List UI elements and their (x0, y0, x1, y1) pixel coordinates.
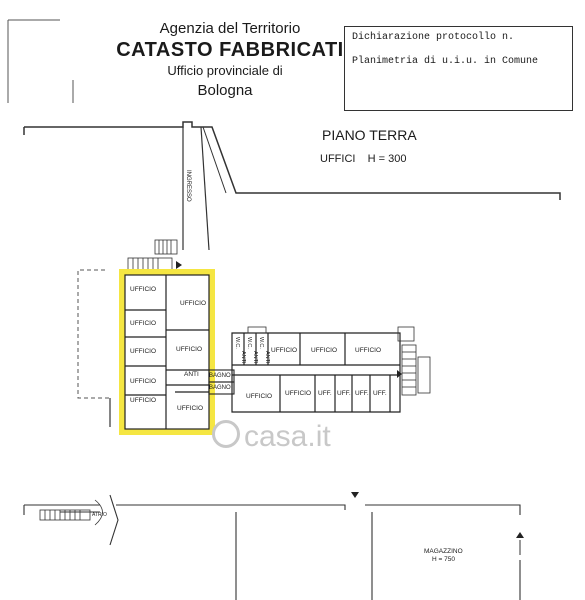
arrow-icon (516, 532, 524, 538)
magazzino-height-label: H = 750 (432, 556, 455, 563)
protocol-box (344, 26, 573, 111)
room-label: UFFICIO (180, 300, 206, 307)
room-label: UFF. (373, 390, 387, 397)
room-label: UFFICIO (130, 348, 156, 355)
room-label: UFFICIO (285, 390, 311, 397)
watermark-text: casa.it (244, 420, 331, 453)
room-label: UFFICIO (130, 378, 156, 385)
dashed-boundary (77, 269, 110, 399)
anti-label: ANTI (240, 351, 246, 364)
stairs (397, 326, 431, 396)
room-label: UFFICIO (176, 346, 202, 353)
city-name: Bologna (197, 82, 253, 99)
room-label: UFF. (337, 390, 351, 397)
office-label: Ufficio provinciale di (167, 63, 283, 78)
floorplan-label: Planimetria di u.i.u. in Comune (352, 56, 539, 67)
room-label: UFFICIO (355, 347, 381, 354)
entrance-label: INGRESSO (185, 170, 191, 202)
room-label: UFF. (355, 390, 369, 397)
wc-label: W.C. (234, 337, 240, 349)
atrio-stairs (39, 499, 103, 526)
wc-label: W.C. (258, 337, 264, 349)
anti-label: ANTI (264, 351, 270, 364)
arrow-icon (351, 492, 359, 498)
stairs (247, 326, 267, 334)
room-label: UFFICIO (177, 405, 203, 412)
floor-label: PIANO TERRA (322, 127, 417, 143)
wc-label: W.C. (246, 337, 252, 349)
declaration-label: Dichiarazione protocollo n. (352, 32, 515, 43)
arrow-icon (176, 261, 182, 269)
right-block-walls (231, 332, 401, 413)
room-label: UFF. (318, 390, 332, 397)
anti-label: ANTI (184, 371, 199, 378)
room-label: UFFICIO (130, 286, 156, 293)
atrio-label: ATRIO (92, 512, 107, 518)
bathroom-connector (208, 369, 235, 395)
room-label: UFFICIO (271, 347, 297, 354)
left-block-walls (124, 274, 210, 430)
anti-label: ANTI (252, 351, 258, 364)
stairs (127, 239, 178, 271)
site-boundary (202, 126, 227, 194)
document-title: CATASTO FABBRICATI (116, 39, 344, 61)
room-label: UFFICIO (130, 320, 156, 327)
magazzino-label: MAGAZZINO (424, 548, 463, 555)
lower-section-walls (23, 494, 521, 600)
entrance-wall (200, 126, 210, 251)
use-height-label: UFFICI H = 300 (320, 153, 407, 165)
bathroom-label: BAGNO (209, 373, 231, 379)
watermark: casa.it (212, 420, 331, 454)
room-label: UFFICIO (311, 347, 337, 354)
room-label: UFFICIO (130, 397, 156, 404)
watermark-icon (212, 420, 240, 448)
arrow-icon (397, 370, 402, 378)
bathroom-label: BAGNO (209, 385, 231, 391)
site-boundary (24, 121, 561, 200)
room-label: UFFICIO (246, 393, 272, 400)
agency-name: Agenzia del Territorio (159, 20, 301, 37)
